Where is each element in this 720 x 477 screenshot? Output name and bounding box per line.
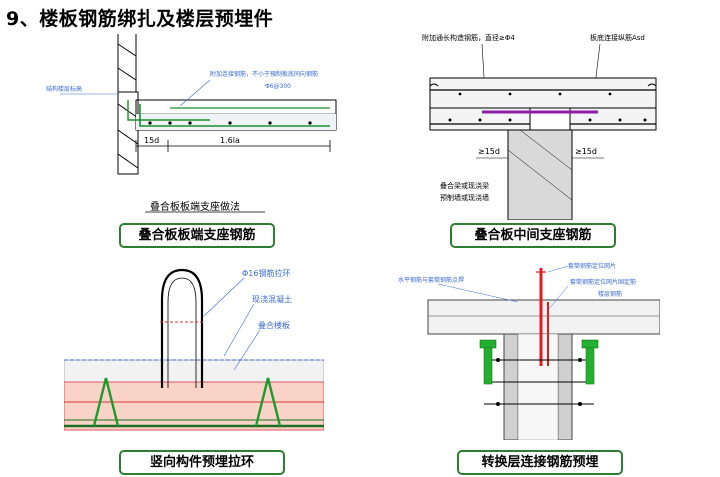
panel-slab-middle-support: 附加通长构造钢筋，直径≥Φ4 板底连接纵筋Asd ≥15d ≥15d 叠合梁或现… <box>420 30 660 220</box>
dim-15d: 15d <box>144 136 159 145</box>
panel-vertical-lifting-ring: Φ16钢筋拉环 现浇混凝土 叠合楼板 <box>64 260 324 440</box>
label-wall: 预制墙或现浇墙 <box>440 193 489 202</box>
dim-left-15d: ≥15d <box>478 147 500 156</box>
label-spot-weld: 水平钢筋与套筒钢筋点焊 <box>398 276 464 284</box>
panel-transfer-floor-rebar: 套筒钢筋定位网片 水平钢筋与套筒钢筋点焊 套筒钢筋定位网片固定筋 楼层钢筋 <box>398 262 660 440</box>
label-beam: 叠合梁或现浇梁 <box>440 181 489 190</box>
label-ring: Φ16钢筋拉环 <box>242 268 290 278</box>
label-composite-slab: 叠合楼板 <box>258 320 290 330</box>
caption-vertical-lifting-ring: 竖向构件预埋拉环 <box>119 450 285 475</box>
label-sleeve-mesh: 套筒钢筋定位网片 <box>568 262 616 270</box>
lifting-ring-drawing: Φ16钢筋拉环 现浇混凝土 叠合楼板 <box>64 268 324 431</box>
note-additional-rebar: 附加连接钢筋，不小于預制板底同向钢筋 <box>210 70 318 78</box>
caption-transfer-floor-rebar: 转换层连接钢筋预埋 <box>457 450 623 475</box>
note-rebar-spacing: Φ6@300 <box>265 83 291 90</box>
dim-right-15d: ≥15d <box>575 147 597 156</box>
drawing-title: 叠合板板端支座做法 <box>150 200 240 213</box>
page-title: 9、楼板钢筋绑扎及楼层预埋件 <box>6 8 274 30</box>
caption-slab-middle-support: 叠合板中间支座钢筋 <box>450 223 616 248</box>
label-mesh-fix-bar: 套筒钢筋定位网片固定筋 <box>570 278 636 286</box>
transfer-floor-drawing: 套筒钢筋定位网片 水平钢筋与套筒钢筋点焊 套筒钢筋定位网片固定筋 楼层钢筋 <box>398 262 660 440</box>
panel-slab-end-support: 15d 1.6la 结构楼层标高 附加连接钢筋，不小于預制板底同向钢筋 Φ6@3… <box>40 34 340 214</box>
note-floor-elevation: 结构楼层标高 <box>46 85 82 93</box>
slab-middle-support-drawing: 附加通长构造钢筋，直径≥Φ4 板底连接纵筋Asd ≥15d ≥15d 叠合梁或现… <box>422 33 657 220</box>
label-through-rebar: 附加通长构造钢筋，直径≥Φ4 <box>422 33 515 42</box>
label-bottom-rebar: 板底连接纵筋Asd <box>590 33 645 42</box>
label-cast-concrete: 现浇混凝土 <box>252 294 292 304</box>
label-floor-rebar: 楼层钢筋 <box>598 290 622 298</box>
dim-1-6la: 1.6la <box>220 136 240 145</box>
caption-slab-end-support: 叠合板板端支座钢筋 <box>119 223 275 248</box>
slab-end-support-drawing: 15d 1.6la 结构楼层标高 附加连接钢筋，不小于預制板底同向钢筋 Φ6@3… <box>46 34 337 213</box>
